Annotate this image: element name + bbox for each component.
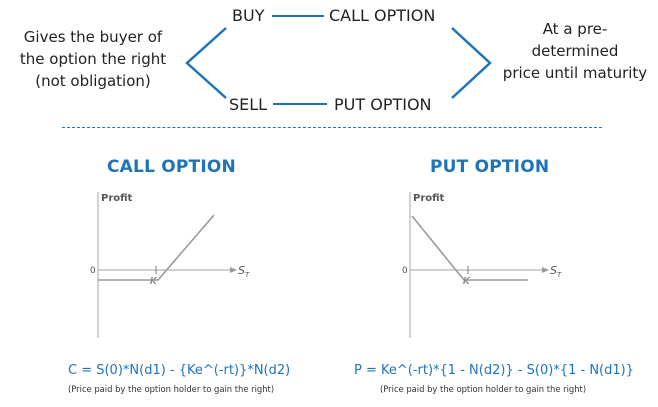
description-line: price until maturity xyxy=(502,64,648,82)
buy-connector-line xyxy=(272,15,324,17)
profit-axis-label: Profit xyxy=(413,193,445,204)
description-line: At a pre- xyxy=(542,20,608,38)
x-axis-arrow xyxy=(542,267,549,273)
option-connector-brackets xyxy=(185,27,492,99)
section-divider xyxy=(62,127,602,128)
description-line: the option the right xyxy=(19,50,167,68)
put-payoff-diagram: Profit 0 ST K xyxy=(392,186,592,350)
strike-label: K xyxy=(463,276,471,287)
maturity-description: At a pre- determined price until maturit… xyxy=(492,18,658,84)
sell-label: SELL xyxy=(229,95,268,114)
sell-connector-line xyxy=(273,103,327,105)
put-payoff-line xyxy=(411,215,528,281)
call-payoff-diagram: Profit 0 ST K xyxy=(80,186,280,350)
left-bracket xyxy=(185,27,227,99)
strike-label: K xyxy=(150,276,158,287)
description-line: determined xyxy=(531,42,619,60)
buyer-right-description: Gives the buyer of the option the right … xyxy=(8,26,178,92)
spot-price-label: ST xyxy=(550,264,562,279)
put-formula: P = Ke^(-rt)*{1 - N(d2)} - S(0)*{1 - N(d… xyxy=(354,363,634,378)
description-line: Gives the buyer of xyxy=(23,28,163,46)
profit-axis-label: Profit xyxy=(101,193,133,204)
call-option-label: CALL OPTION xyxy=(329,6,436,25)
right-bracket xyxy=(451,27,492,99)
call-formula: C = S(0)*N(d1) - {Ke^(-rt)}*N(d2) xyxy=(68,363,291,378)
call-option-title: CALL OPTION xyxy=(107,157,236,177)
description-line: (not obligation) xyxy=(35,72,151,90)
zero-label: 0 xyxy=(90,266,96,276)
buy-label: BUY xyxy=(232,6,265,25)
zero-label: 0 xyxy=(402,266,408,276)
put-option-label: PUT OPTION xyxy=(334,95,432,114)
spot-price-label: ST xyxy=(238,264,250,279)
call-payoff-line xyxy=(98,214,215,281)
call-premium-note: (Price paid by the option holder to gain… xyxy=(68,384,275,394)
put-option-title: PUT OPTION xyxy=(430,157,550,177)
put-premium-note: (Price paid by the option holder to gain… xyxy=(380,384,587,394)
x-axis-arrow xyxy=(230,267,237,273)
